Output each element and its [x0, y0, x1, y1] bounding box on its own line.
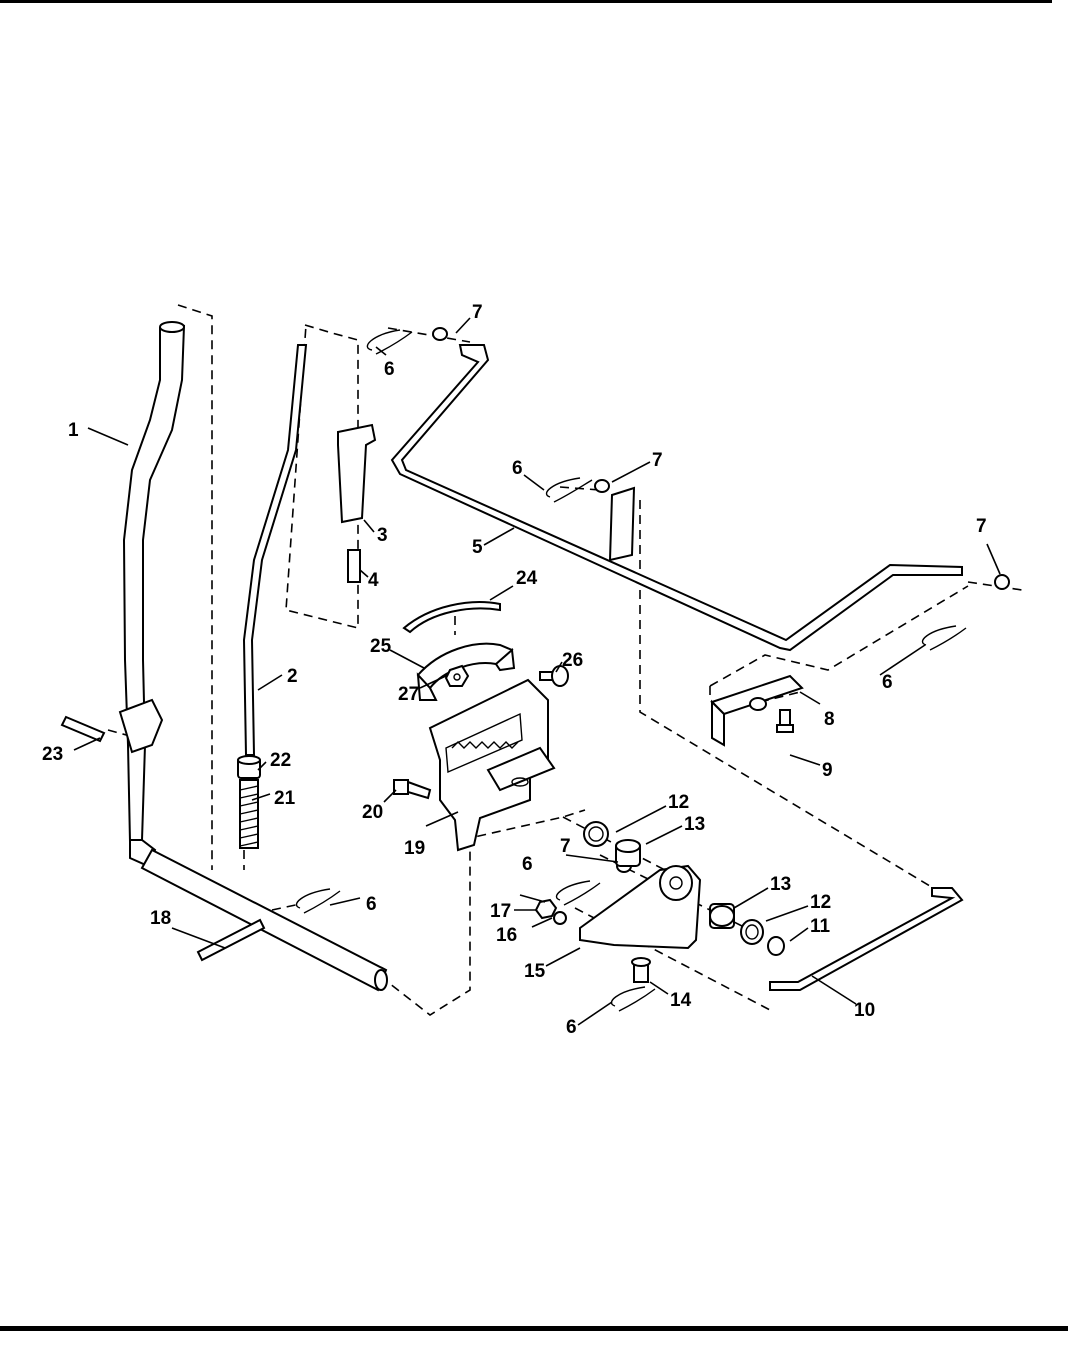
part-6-pins	[295, 329, 967, 1012]
callout-2: 2	[287, 666, 298, 687]
part-13-bushings	[615, 839, 735, 929]
callout-27: 27	[398, 684, 419, 705]
part-27-nut	[444, 664, 470, 687]
callout-labels: 1 2 3 4 5 6 6 6 6 6 6 7 7 7 7 8 9 10 11 …	[42, 302, 987, 1038]
callout-1: 1	[68, 420, 79, 441]
callout-21: 21	[274, 788, 296, 809]
part-21-spring	[239, 779, 259, 849]
callout-7c: 7	[976, 516, 987, 537]
part-15-plate	[579, 864, 702, 950]
callout-6f: 6	[566, 1017, 577, 1038]
callout-23: 23	[42, 744, 63, 765]
callout-7a: 7	[472, 302, 483, 323]
callout-4: 4	[368, 570, 379, 591]
callout-3: 3	[377, 525, 388, 546]
part-10-rear-rod	[769, 887, 964, 991]
callout-6d: 6	[522, 854, 533, 875]
callout-16: 16	[496, 925, 517, 946]
callout-18: 18	[150, 908, 171, 929]
callout-9: 9	[822, 760, 833, 781]
part-23-roll-pin	[60, 715, 106, 743]
bottom-rule	[0, 1326, 1068, 1331]
part-9-screw	[776, 709, 794, 733]
callout-12b: 12	[810, 892, 831, 913]
callout-7d: 7	[560, 836, 571, 857]
callout-13b: 13	[770, 874, 791, 895]
part-17-nut	[534, 898, 558, 920]
part-16-washer	[553, 911, 567, 925]
callout-26: 26	[562, 650, 583, 671]
callout-6a: 6	[384, 359, 395, 380]
callout-14: 14	[670, 990, 692, 1011]
callout-6b: 6	[512, 458, 523, 479]
part-20-screw	[393, 779, 432, 800]
part-4-pin	[347, 549, 361, 583]
assembly-dashed-lines	[107, 304, 1023, 1016]
callout-10: 10	[854, 1000, 875, 1021]
part-8-bracket	[710, 674, 804, 747]
callout-19: 19	[404, 838, 425, 859]
callout-5: 5	[472, 537, 483, 558]
callout-7b: 7	[652, 450, 663, 471]
part-18-pin	[196, 918, 266, 962]
part-3-knob	[337, 423, 377, 524]
callout-13a: 13	[684, 814, 705, 835]
callout-6c: 6	[882, 672, 893, 693]
callout-15: 15	[524, 961, 546, 982]
top-rule	[0, 0, 1052, 3]
part-19-gate-bracket	[428, 678, 556, 852]
part-1-shift-lever	[118, 321, 388, 992]
part-11-ring	[767, 936, 785, 956]
part-2-inner-rod	[242, 344, 308, 756]
callout-25: 25	[370, 636, 392, 657]
callout-22: 22	[270, 750, 291, 771]
callout-6e: 6	[366, 894, 377, 915]
callout-24: 24	[516, 568, 538, 589]
callout-11: 11	[810, 916, 831, 937]
leader-lines	[73, 317, 1001, 1026]
part-14-stud	[631, 957, 651, 983]
callout-20: 20	[362, 802, 383, 823]
part-25-arc-bracket	[416, 642, 516, 701]
callout-8: 8	[824, 709, 835, 730]
callout-12a: 12	[668, 792, 689, 813]
part-22-cap	[237, 755, 261, 779]
part-5-linkage-rod	[390, 344, 963, 652]
part-24-strip	[402, 601, 501, 634]
part-12-washers	[583, 821, 764, 945]
callout-17: 17	[490, 901, 511, 922]
